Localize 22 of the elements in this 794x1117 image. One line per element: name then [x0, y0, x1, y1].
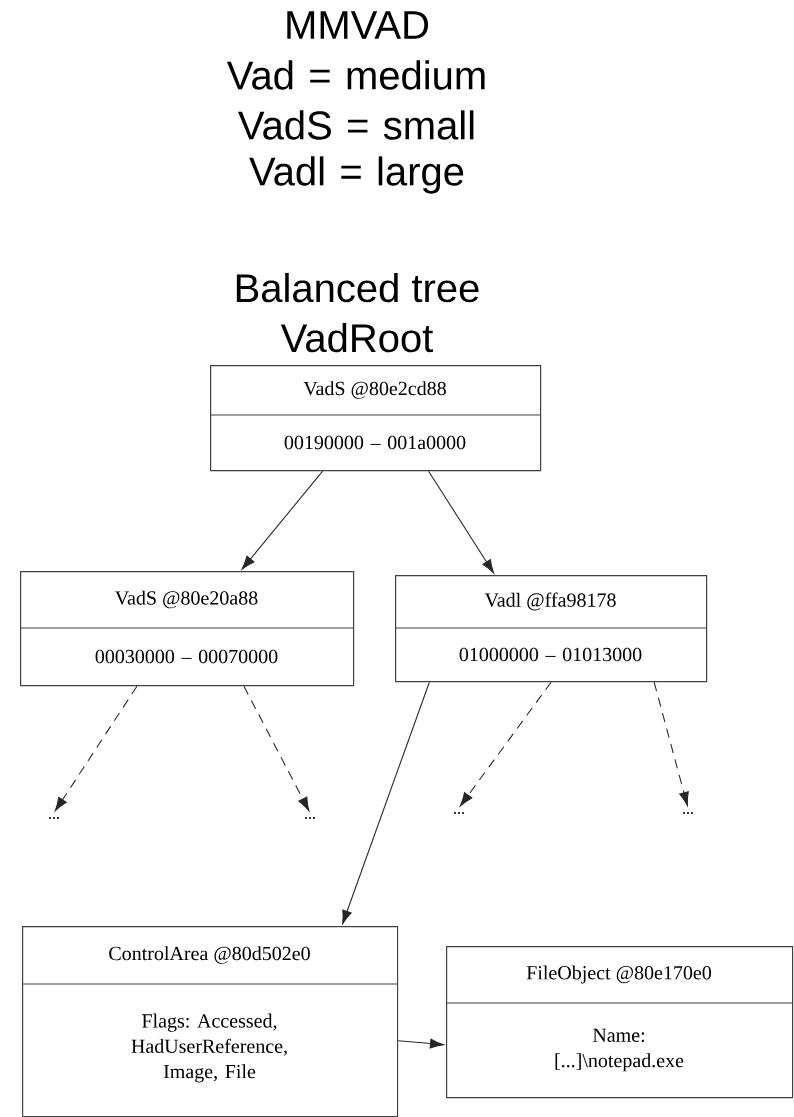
arrow	[428, 470, 495, 574]
arrow	[459, 681, 552, 807]
heading-text: VadS = small	[238, 110, 474, 140]
heading-text: Vad = medium	[226, 60, 485, 90]
title: MMVAD	[287, 11, 429, 39]
arrow	[342, 681, 430, 925]
arrow	[653, 681, 689, 806]
heading-text: Vadl = large	[249, 156, 464, 194]
arrow	[243, 685, 310, 812]
record-box: Balanced tree VadRoot VadS @80e2cd88 00190000 – 001a0000	[209, 272, 542, 472]
node-label: Balanced tree VadRoot	[236, 272, 479, 353]
arrow	[54, 685, 138, 812]
ellipsis-text: ...	[49, 817, 59, 819]
record-box: ControlArea @80d502e0 Flags: Accessed, HadUserReference, Image, File	[21, 926, 399, 1117]
ellipsis-text: ...	[683, 812, 693, 814]
ellipsis-text: ...	[454, 812, 464, 814]
arrow	[241, 470, 324, 570]
record-box: VadS @80e20a88 00030000 – 00070000	[19, 571, 355, 687]
ellipsis-text: ...	[305, 817, 315, 819]
record-box: Vadl @ffa98178 01000000 – 01013000	[394, 575, 708, 683]
arrow	[397, 1038, 445, 1049]
record-box: FileObject @80e170e0 Name: [...]\notepad.exe	[445, 946, 794, 1099]
